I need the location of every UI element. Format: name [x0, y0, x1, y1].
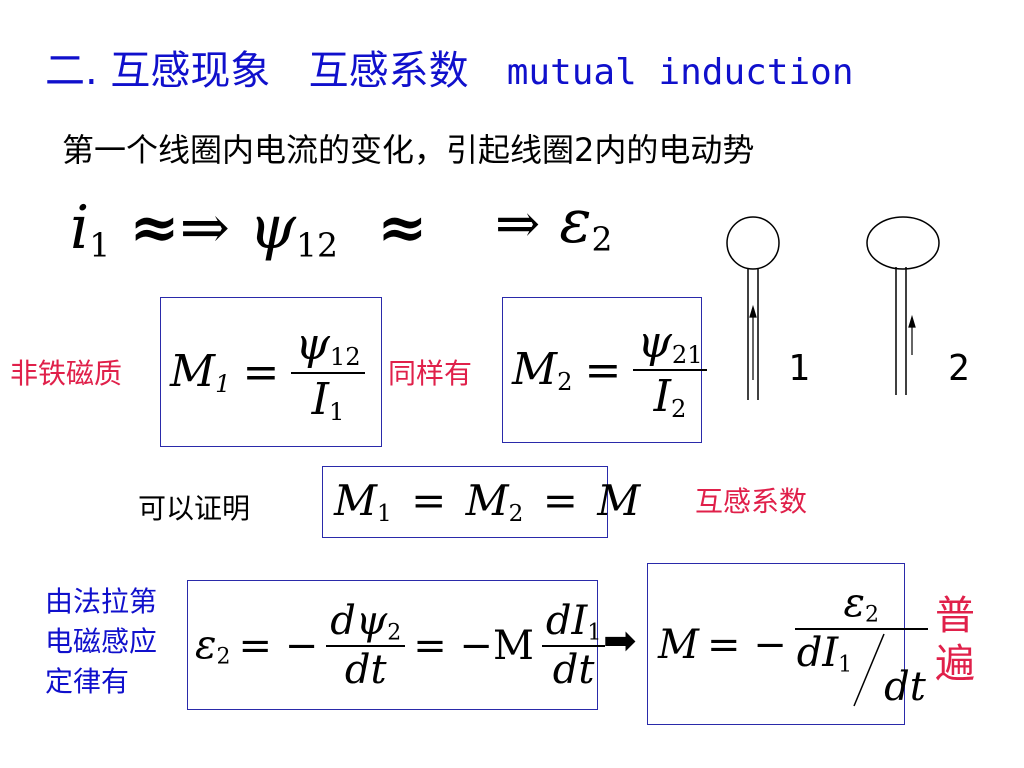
title-chinese: 二. 互感现象 互感系数: [45, 48, 469, 94]
chain-approx-2: ≈: [377, 193, 428, 263]
m1-formula-box: [160, 297, 382, 447]
coil-2-label: 2: [948, 348, 970, 389]
current-arrow-2: [908, 314, 916, 355]
equal-formula: M1 = M2 = M: [334, 476, 641, 527]
causal-chain: i1 ≈⇒ ψ12 ≈: [70, 188, 427, 285]
m2-formula: M2 = ψ21 I2: [512, 305, 707, 435]
chain-emf: ε2: [559, 187, 613, 259]
faraday-formula: ε2 = − dψ2 dt = −M dI1 dt: [195, 588, 606, 703]
coil-1: [726, 216, 780, 400]
chain-current: i1: [70, 193, 111, 265]
general-formula-box: [647, 563, 905, 725]
chain-emf-group: ⇒ ε2: [495, 182, 613, 279]
general-label: 普 遍: [935, 593, 975, 687]
provable-label: 可以证明: [138, 492, 251, 525]
subtitle: 第一个线圈内电流的变化，引起线圈2内的电动势: [62, 131, 755, 169]
chain-approx-1: ≈: [129, 193, 180, 263]
equal-formula-box: [322, 466, 608, 538]
coil-1-label: 1: [788, 348, 810, 389]
nonferro-label: 非铁磁质: [10, 357, 123, 390]
likewise-label: 同样有: [388, 357, 473, 390]
m1-formula: M1 = ψ12 I1: [170, 305, 365, 440]
current-arrow-1: [749, 304, 757, 380]
faraday-formula-box: [187, 580, 598, 710]
title-english: mutual induction: [506, 52, 854, 93]
general-formula: M = − ε2 dI1 dt: [658, 580, 928, 710]
implies-arrow-icon: ➡: [603, 618, 637, 664]
coils-diagram: [726, 216, 940, 400]
mutual-coeff-label: 互感系数: [695, 485, 808, 518]
page-title: 二. 互感现象 互感系数 mutual induction: [45, 38, 854, 96]
chain-flux: ψ12: [248, 193, 338, 265]
chain-arrow-1: ⇒: [179, 193, 230, 263]
faraday-label: 由法拉第 电磁感应 定律有: [45, 585, 158, 698]
coil-2: [866, 216, 940, 395]
chain-arrow-2: ⇒: [495, 192, 541, 255]
